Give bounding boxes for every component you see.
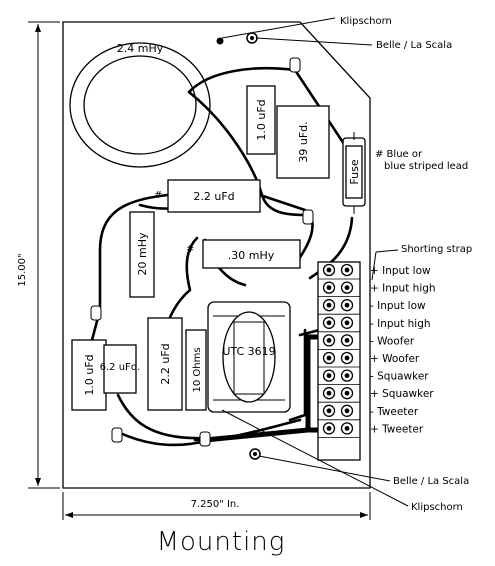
cap-39-label: 39 uFd. [297,121,310,162]
resistor-10-ohms: 10 Ohms [185,329,207,411]
terminal-screw-center [344,355,350,361]
hash-mark-1: # [154,190,162,201]
terminal-screw-center [344,426,350,431]
belle-top-label: Belle / La Scala [376,40,452,51]
blue-note-line1: # Blue or [375,149,423,160]
fuse: Fuse [342,132,366,214]
shorting-strap [204,334,322,443]
terminal-label: - Input high [370,318,431,330]
cap-1-0-top-label: 1.0 uFd [255,99,268,140]
terminal-strip [317,261,361,461]
terminal-screw-center [344,267,350,273]
shorting-strap-label: Shorting strap [401,244,472,255]
width-dimension: 7.250" In. [62,492,371,520]
terminal-label: + Woofer [370,353,420,365]
capacitor-2-2uf-top: 2.2 uFd # [154,179,261,213]
diagram-title: Mounting [157,527,286,557]
terminal-label: - Woofer [370,335,415,347]
blue-note-line2: blue striped lead [384,161,468,172]
terminal-label: + Input low [370,265,431,277]
terminal-label: + Input high [370,283,436,295]
coil-030-label: .30 mHy [228,249,275,262]
cap-6-2-label: 6.2 uFd. [100,362,141,373]
terminal-screw-center [326,320,332,326]
capacitor-2-2uf-left: 2.2 uFd [147,317,183,411]
terminal-labels: + Input low + Input high - Input low - Inpu… [370,265,436,435]
terminal-label: - Input low [370,300,426,312]
capacitor-1-0uf-left: 1.0 uFd [71,339,107,411]
terminal-screw-center [344,302,350,308]
terminal-screw-center [344,285,350,290]
transformer-label: UTC 3619 [222,345,275,358]
terminal-screw-center [326,390,332,396]
capacitor-39uf: 39 uFd. [276,105,330,179]
fuse-label: Fuse [348,159,361,184]
terminal-screw-center [326,408,332,414]
cap-2-2-left-label: 2.2 uFd [159,343,172,384]
klipschorn-bottom-label: Klipschorn [411,502,463,513]
terminal-screw-center [344,373,350,378]
height-label: 15.00" [17,253,28,286]
terminal-screw-center [344,338,350,343]
terminal-screw-center [326,285,332,290]
height-dimension: 15.00" [17,21,60,489]
toroid-coil-2-4mhy: 2.4 mHy [69,42,211,168]
solder-lugs [90,57,314,447]
terminal-screw-center [326,267,332,273]
coil-2-4-label: 2.4 mHy [117,42,164,55]
coil-20mhy: 20 mHy [129,211,155,298]
cap-1-0-left-label: 1.0 uFd [83,354,96,395]
terminal-label: + Tweeter [370,423,424,435]
terminal-screw-center [326,302,332,308]
terminal-screw-center [344,390,350,396]
terminal-screw-center [326,373,332,378]
coil-20-label: 20 mHy [136,232,149,275]
capacitor-1-0uf-top: 1.0 uFd [246,85,276,155]
belle-bottom-label: Belle / La Scala [393,476,469,487]
terminal-label: - Squawker [370,371,429,383]
capacitor-6-2uf: 6.2 uFd. [100,344,141,394]
terminal-screw-center [326,355,332,361]
terminal-screw-center [344,320,350,326]
terminal-screw-center [344,408,350,414]
cap-2-2-top-label: 2.2 uFd [193,190,234,203]
terminal-screw-center [326,338,332,343]
terminal-label: + Squawker [370,388,434,400]
coil-030mhy: .30 mHy # [186,239,301,269]
klipschorn-top-label: Klipschorn [340,16,392,27]
terminal-label: - Tweeter [370,406,419,418]
mounting-board [62,21,371,489]
width-label: 7.250" In. [191,499,240,510]
hash-mark-2: # [186,244,194,255]
resistor-label: 10 Ohms [192,347,203,392]
transformer-utc-3619: UTC 3619 [207,301,291,413]
terminal-screw-center [326,426,332,431]
